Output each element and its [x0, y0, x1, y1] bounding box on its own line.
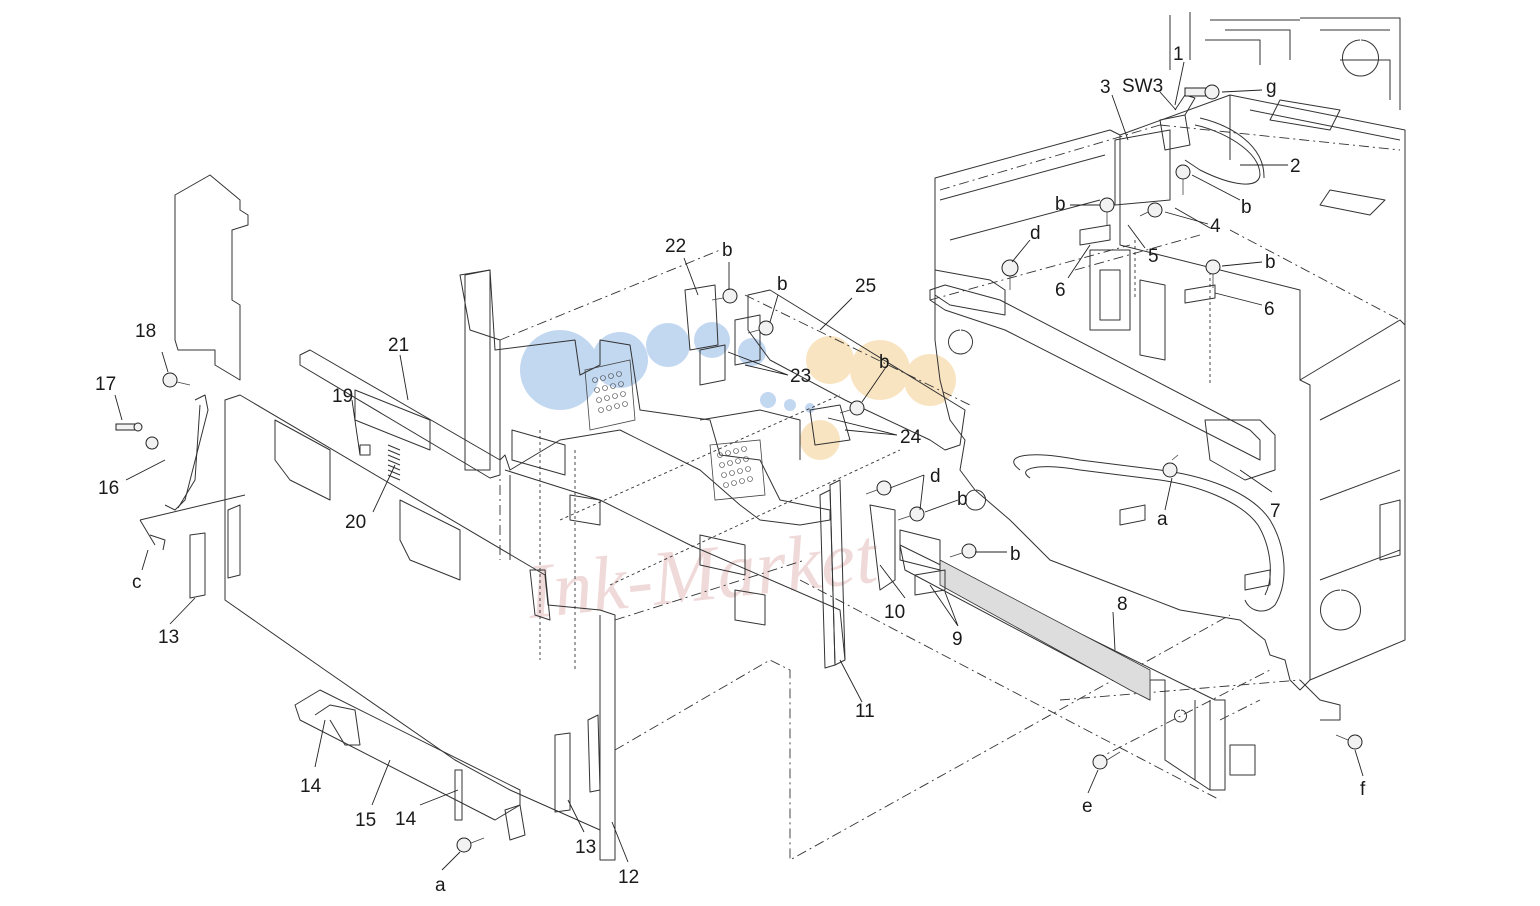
- callout-label: 18: [135, 321, 156, 342]
- callout-label: 13: [575, 837, 596, 858]
- screw-icon: [949, 543, 977, 559]
- callout-label: 25: [855, 276, 876, 297]
- callout-label: b: [957, 489, 968, 510]
- screw-icon: [1335, 734, 1363, 750]
- screw-icon: [897, 506, 925, 522]
- plate-18: [164, 174, 249, 511]
- screw-icon: [145, 436, 159, 450]
- screw-icon: [1099, 197, 1115, 225]
- screw-icon: [1162, 454, 1179, 478]
- callout-label: 6: [1055, 280, 1066, 301]
- callout-label: 3: [1100, 77, 1111, 98]
- screw-icon: [1092, 751, 1121, 770]
- callout-label: d: [1030, 223, 1041, 244]
- vent-pattern: [592, 371, 753, 488]
- callout-label: 11: [855, 701, 875, 722]
- callout-label: e: [1082, 796, 1093, 817]
- callout-label: 19: [332, 386, 353, 407]
- callout-label: 24: [900, 427, 922, 448]
- callout-label: 14: [300, 776, 322, 797]
- callout-label: 5: [1148, 246, 1159, 267]
- callout-label: b: [879, 352, 890, 373]
- screw-icon: [1001, 259, 1019, 290]
- watermark: Ink-Market: [520, 322, 956, 635]
- callout-label: 4: [1210, 216, 1221, 237]
- center-panel: [459, 269, 966, 661]
- callout-label: 2: [1290, 156, 1301, 177]
- callout-label: b: [1010, 544, 1021, 565]
- screw-icon: [456, 837, 485, 853]
- callout-label: 23: [790, 366, 811, 387]
- screw-icon: [865, 480, 892, 496]
- callout-label: 17: [95, 374, 116, 395]
- callout-label: 15: [355, 810, 376, 831]
- rail-8: [899, 544, 1256, 791]
- leader-lines: [114, 61, 1364, 871]
- callout-label: g: [1266, 77, 1277, 98]
- callout-label: 16: [98, 478, 119, 499]
- front-panel-12: [224, 394, 616, 861]
- screw-icon: [747, 320, 774, 336]
- callout-label: 13: [158, 627, 179, 648]
- screw-icon: [711, 288, 738, 304]
- callout-label: a: [1157, 509, 1168, 530]
- assembly-lines: [499, 124, 1401, 861]
- screw-icon: [115, 422, 143, 432]
- callout-label: 10: [884, 602, 905, 623]
- callout-label: 14: [395, 809, 417, 830]
- callout-label: b: [1265, 252, 1276, 273]
- callout-label: 21: [388, 335, 409, 356]
- main-frame: [929, 12, 1406, 721]
- callout-label: 7: [1270, 501, 1281, 522]
- callout-label: b: [1055, 194, 1066, 215]
- callout-label: f: [1360, 779, 1366, 800]
- screw-icon: [1184, 84, 1220, 100]
- callout-label: d: [930, 466, 941, 487]
- screw-icon: [839, 400, 865, 416]
- screw-icon: [162, 372, 191, 388]
- screw-icon: [1205, 259, 1221, 288]
- callout-label: 8: [1117, 594, 1128, 615]
- callout-labels: 1 SW3 3 g 2 b b 4 5 d 6 b 6 22 b b 25 18…: [95, 44, 1366, 896]
- callout-label: b: [1241, 197, 1252, 218]
- screw-icon: [1175, 164, 1191, 195]
- callout-label: 22: [665, 236, 686, 257]
- callout-label: b: [722, 240, 733, 261]
- callout-label: c: [132, 572, 142, 593]
- callout-label: 1: [1173, 44, 1184, 65]
- callout-label: 20: [345, 512, 366, 533]
- callout-label: 6: [1264, 299, 1275, 320]
- screws: [115, 84, 1363, 853]
- watermark-text: Ink-Market: [522, 512, 883, 636]
- callout-label: SW3: [1122, 76, 1163, 97]
- watermark-dots: [520, 322, 956, 460]
- callout-label: a: [435, 875, 446, 896]
- callout-label: b: [777, 274, 788, 295]
- callout-label: 9: [952, 629, 963, 650]
- screw-icon: [1139, 202, 1163, 218]
- callout-label: 12: [618, 867, 639, 888]
- bottom-rail: [139, 494, 571, 841]
